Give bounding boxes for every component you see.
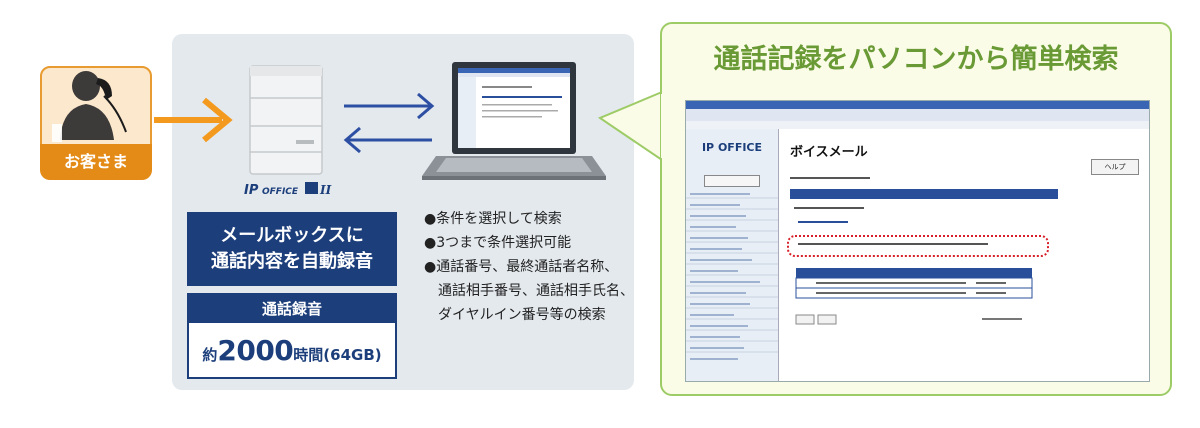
feature-item: ●通話番号、最終通話者名称、: [424, 259, 619, 275]
screenshot-help-button: ヘルプ: [1091, 159, 1139, 175]
screenshot-page-title: ボイスメール: [790, 145, 868, 160]
recording-number: 2000: [217, 334, 294, 367]
recording-capacity-box: 通話録音 約2000時間(64GB): [187, 293, 397, 379]
feature-item: ●3つまで条件選択可能: [424, 235, 572, 251]
browser-toolbar: [686, 109, 1149, 121]
customer-label: お客さま: [40, 144, 152, 180]
mailbox-line2: 通話内容を自動録音: [211, 251, 373, 272]
svg-text:OFFICE: OFFICE: [262, 187, 299, 197]
svg-text:IP: IP: [244, 183, 259, 198]
recording-suffix: 時間(64GB): [293, 346, 382, 364]
callout-title: 通話記録をパソコンから簡単検索: [713, 44, 1119, 75]
mailbox-feature-box: メールボックスに 通話内容を自動録音: [187, 212, 397, 286]
recording-heading: 通話録音: [189, 295, 395, 323]
recording-value: 約2000時間(64GB): [189, 327, 395, 375]
window-titlebar: [686, 101, 1149, 109]
search-condition-highlight: [787, 235, 1049, 257]
svg-text:II: II: [319, 183, 332, 197]
pbx-server-icon: [249, 65, 323, 175]
exchange-arrows-icon: [343, 92, 435, 154]
screenshot-logo: IP OFFICE: [701, 141, 763, 154]
browser-menubar: [686, 121, 1149, 129]
feature-item: ダイヤルイン番号等の検索: [424, 307, 606, 323]
feature-item: ●条件を選択して検索: [424, 211, 562, 227]
screenshot-sidebar: [686, 129, 779, 381]
screenshot-login-button: [704, 175, 760, 187]
ipoffice-logo-icon: IP OFFICE II: [244, 182, 332, 198]
mailbox-line1: メールボックスに: [220, 225, 364, 246]
feature-item: 通話相手番号、通話相手氏名、: [424, 283, 634, 299]
screenshot-details: [686, 177, 1033, 360]
feature-list: ●条件を選択して検索 ●3つまで条件選択可能 ●通話番号、最終通話者名称、 通話…: [424, 207, 644, 327]
laptop-icon: [422, 62, 606, 180]
orange-arrow-icon: [154, 97, 233, 143]
screenshot-tab-bar: [790, 189, 1058, 199]
voicemail-screenshot: IP OFFICE ボイスメール ヘルプ: [685, 100, 1150, 382]
recording-prefix: 約: [202, 346, 218, 364]
